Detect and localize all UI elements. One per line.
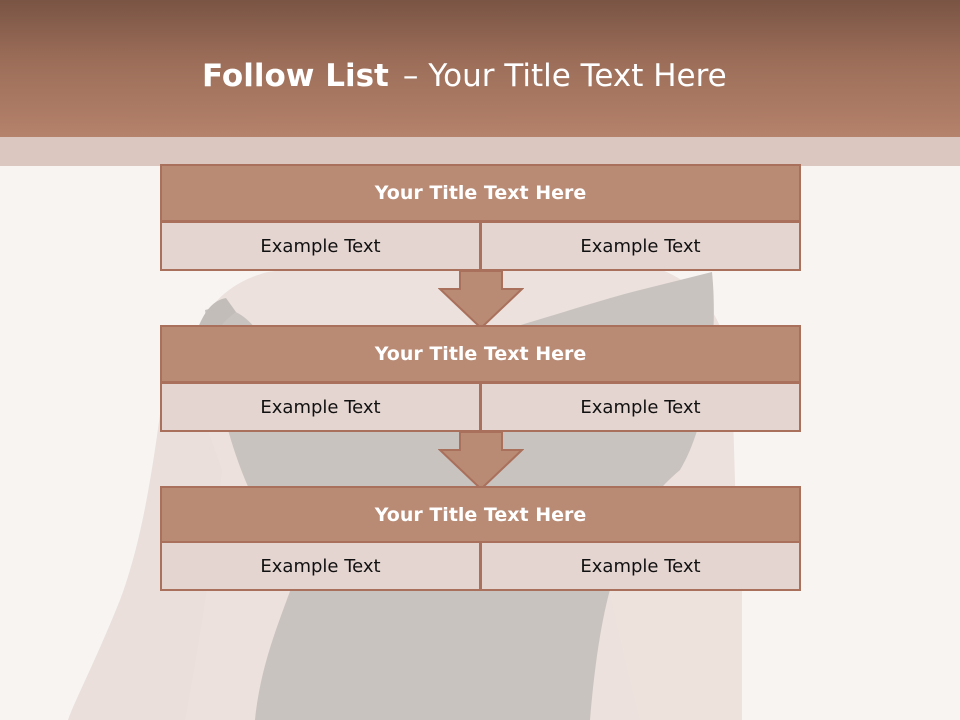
- block-cell-left: Example Text: [160, 221, 481, 271]
- title-sub-band: [0, 137, 960, 166]
- block-cell-right: Example Text: [480, 221, 801, 271]
- slide-title-bold: Follow List: [202, 58, 389, 94]
- block-cell-right: Example Text: [480, 541, 801, 591]
- block-cell-right: Example Text: [480, 382, 801, 432]
- slide-title: Follow List–Your Title Text Here: [202, 54, 727, 98]
- block-cell-left: Example Text: [160, 541, 481, 591]
- block-title: Your Title Text Here: [160, 164, 801, 222]
- slide-title-rest: Your Title Text Here: [428, 58, 727, 94]
- down-arrow-icon: [438, 431, 524, 491]
- block-cell-left: Example Text: [160, 382, 481, 432]
- title-band: [0, 0, 960, 137]
- down-arrow-icon: [438, 270, 524, 330]
- block-title: Your Title Text Here: [160, 325, 801, 383]
- slide-title-separator: –: [402, 58, 419, 94]
- block-title: Your Title Text Here: [160, 486, 801, 543]
